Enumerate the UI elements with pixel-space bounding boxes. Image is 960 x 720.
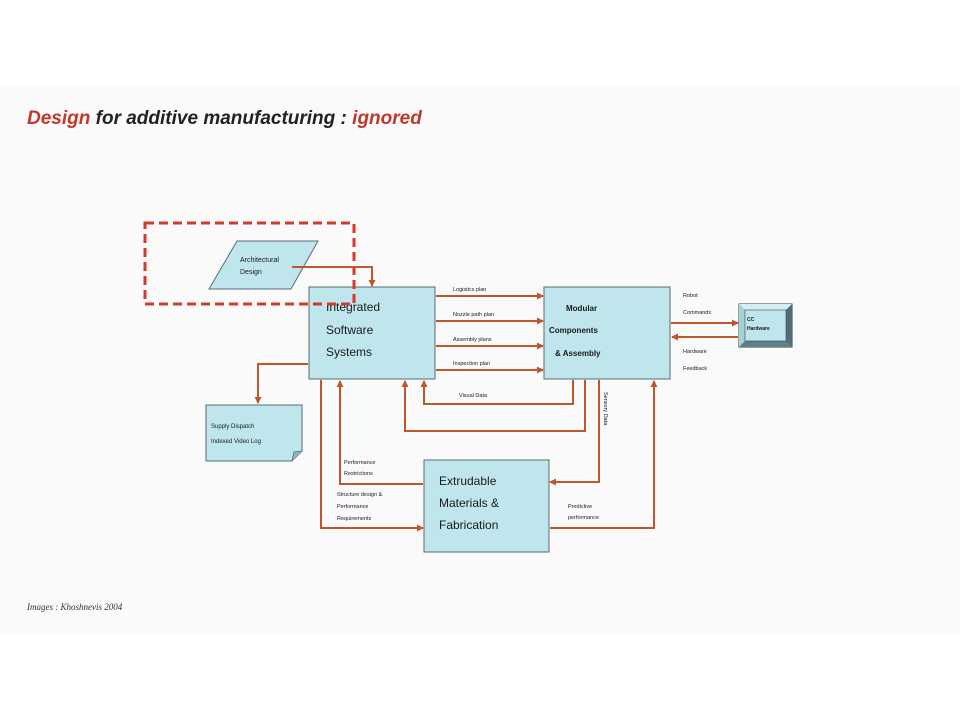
extrudable-materials-label: Extrudable Materials & Fabrication (439, 474, 502, 532)
image-credit: Images : Khoshnevis 2004 (27, 602, 123, 612)
label-structure-design: Structure design & (337, 492, 383, 498)
arrow-performance-restrictions (336, 380, 423, 485)
extrudable-materials-node (423, 459, 550, 553)
arrow-predictive-performance (550, 380, 658, 529)
arrow-sensory-data (549, 380, 600, 486)
label-robot: Robot (683, 293, 698, 299)
arrow-software-to-supply (254, 363, 308, 404)
label-logistics-plan: Logistics plan (453, 287, 486, 293)
label-inspection-plan: Inspection plan (453, 361, 490, 367)
label-feedback: Feedback (683, 366, 707, 372)
arrow-structure-design (320, 380, 424, 532)
label-hardware: Hardware (683, 349, 707, 355)
label-performance-predictive: performance (568, 515, 599, 521)
cc-hardware-node (738, 303, 793, 348)
label-commands: Commands (683, 310, 711, 316)
label-predictive: Predictive (568, 504, 592, 510)
integrated-software-label: Integrated Software Systems (326, 300, 383, 359)
highlight-dashed-box (143, 221, 356, 306)
arrow-design-to-software (292, 266, 376, 287)
page-title: Design for additive manufacturing : igno… (27, 108, 422, 129)
arrow-visual-data (420, 380, 574, 405)
arrows (254, 266, 739, 532)
label-requirements: Requirements (337, 516, 371, 522)
architectural-design-node (208, 240, 319, 290)
architectural-design-label: Architectural Design (240, 257, 281, 276)
label-performance: Performance (344, 460, 376, 466)
label-nozzle-path-plan: Nozzle path plan (453, 312, 494, 318)
page-curl (291, 450, 303, 462)
label-visual-data: Visual Data (459, 393, 488, 399)
modular-components-label: Modular Components & Assembly (549, 304, 601, 358)
label-restrictions: Restrictions (344, 471, 373, 477)
supply-dispatch-label: Supply Dispatch Indexed Video Log (211, 424, 261, 445)
integrated-software-node (308, 286, 436, 380)
label-sensory-data: Sensory Data (602, 392, 608, 426)
label-assembly-plans: Assembly plans (453, 337, 492, 343)
modular-components-node (543, 286, 671, 380)
arrow-modular-feedback-loop (401, 380, 586, 432)
cc-hardware-label: CC Hardware (747, 317, 770, 332)
label-structure-performance: Performance (337, 504, 369, 510)
supply-dispatch-node (205, 404, 303, 462)
